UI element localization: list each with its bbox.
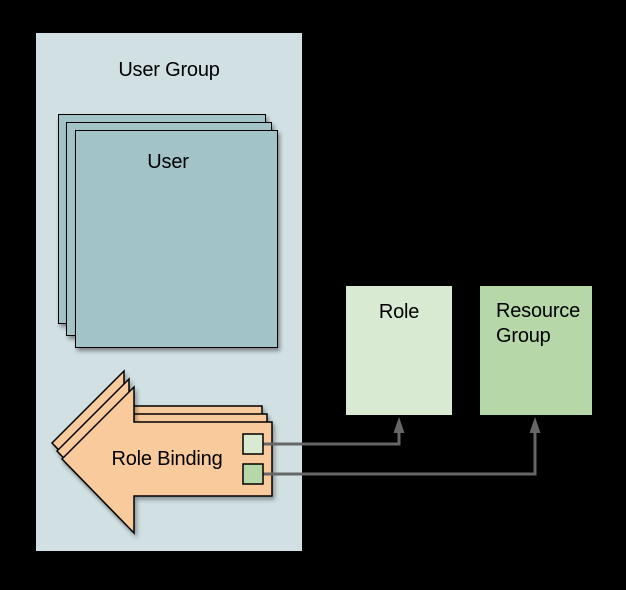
resource-group-port-square — [242, 463, 264, 485]
user-group-label: User Group — [118, 59, 220, 81]
user-box-front — [75, 130, 278, 348]
role-label: Role — [378, 301, 420, 323]
role-binding-arrow-front — [60, 385, 273, 535]
role-port-square — [242, 433, 264, 455]
role-box: Role — [345, 285, 453, 416]
role-connector-arrowhead — [393, 417, 405, 433]
role-connector-line — [263, 432, 401, 446]
user-label: User — [147, 151, 189, 173]
role-binding-label: Role Binding — [111, 448, 223, 470]
resource-group-connector-arrowhead — [529, 417, 541, 433]
resource-group-connector-line — [263, 432, 537, 476]
resource-group-box: Resource Group — [479, 285, 593, 416]
resource-group-label: Resource Group — [496, 300, 580, 347]
